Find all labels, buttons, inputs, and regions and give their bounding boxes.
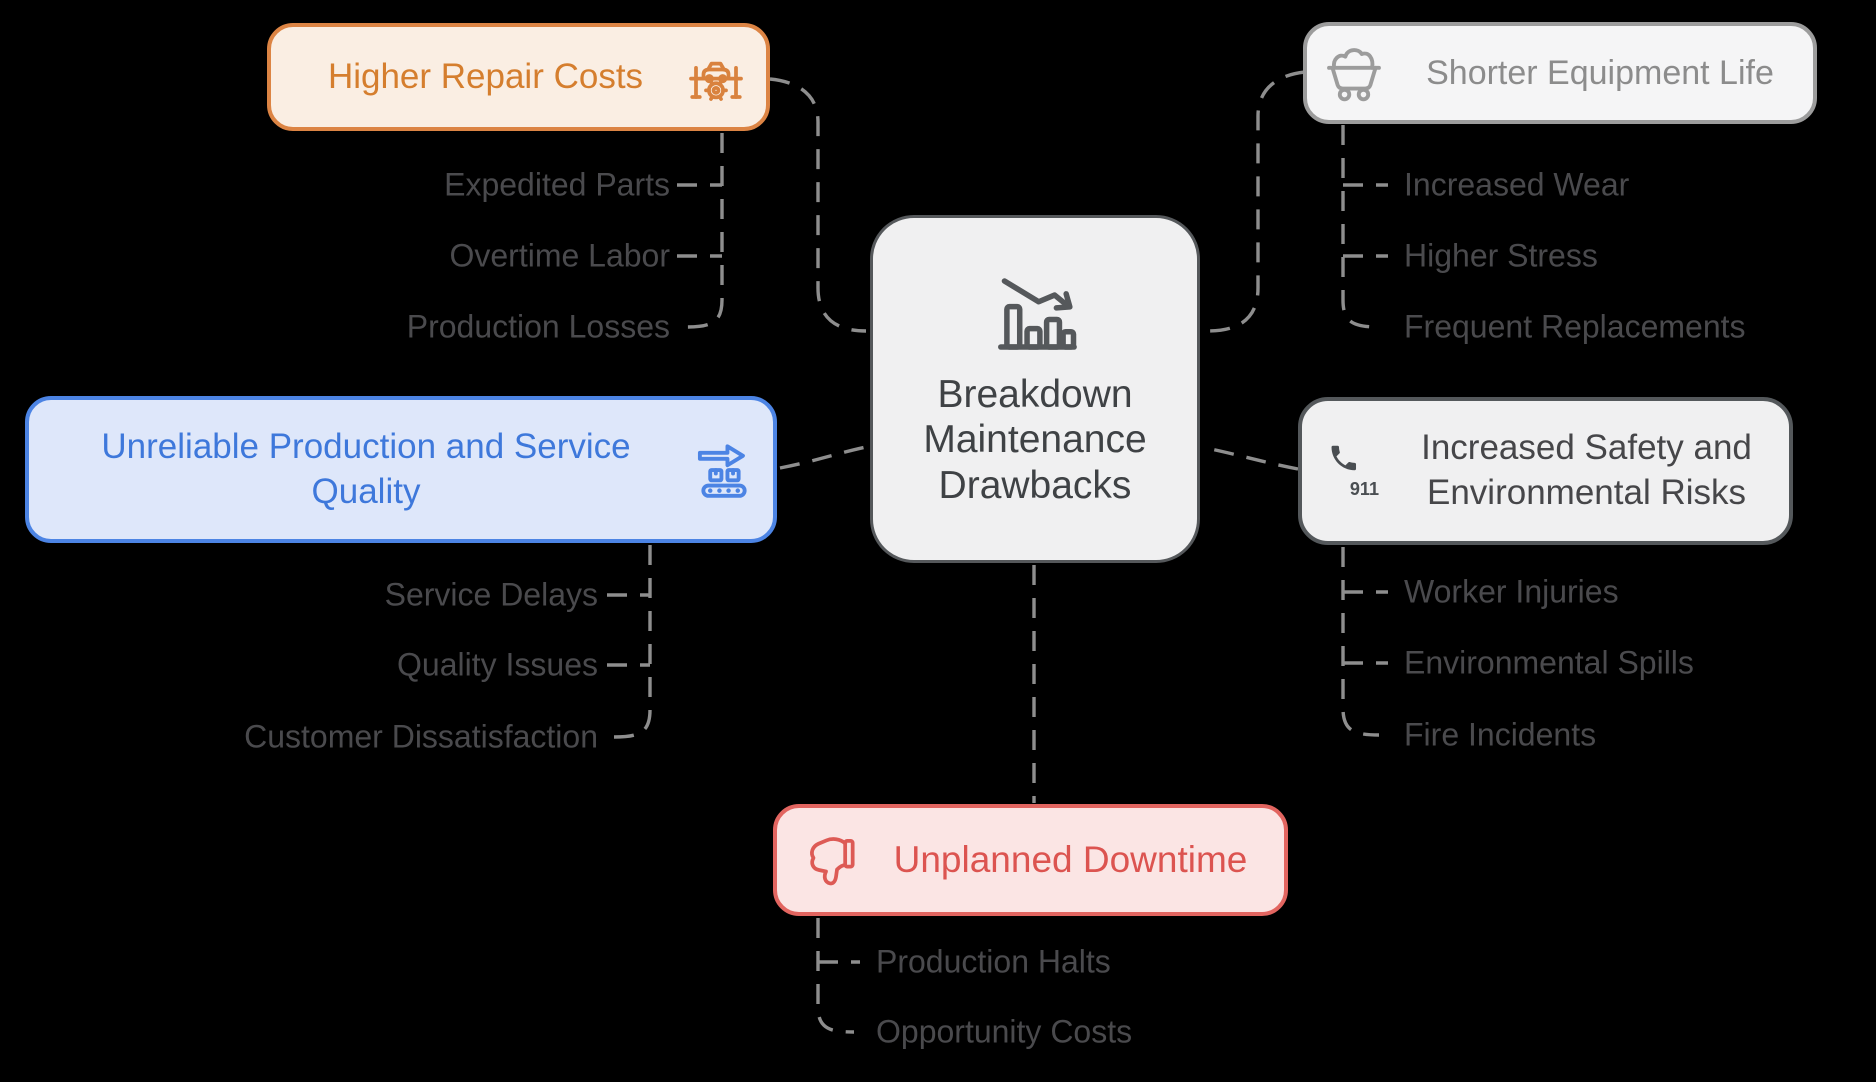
child-label-service-delays: Service Delays [384, 576, 598, 613]
center-node-label: Breakdown Maintenance Drawbacks [923, 373, 1147, 507]
child-label-quality-issues: Quality Issues [397, 646, 598, 683]
spine-safety-risks-children [1341, 547, 1380, 737]
higher-repair-costs-label: Higher Repair Costs [327, 57, 644, 96]
node-shorter-equipment-life: Shorter Equipment Life [1303, 22, 1817, 124]
spine-unplanned-downtime-children [816, 918, 855, 1034]
car-lift-icon [689, 61, 743, 101]
thumbs-down-icon [810, 837, 855, 886]
connector-shorter-equipment-to-center [1207, 70, 1306, 333]
connector-unreliable-production-to-center [779, 445, 867, 470]
node-unplanned-downtime: Unplanned Downtime [773, 804, 1288, 916]
child-label-production-losses: Production Losses [406, 308, 670, 345]
child-label-environmental-spills: Environmental Spills [1404, 644, 1694, 681]
child-label-frequent-replacements: Frequent Replacements [1404, 308, 1746, 345]
unreliable-production-quality-label: Unreliable Production and Service Qualit… [101, 426, 631, 511]
spine-higher-repair-children [685, 133, 724, 329]
child-label-opportunity-costs: Opportunity Costs [876, 1013, 1133, 1050]
connector-higher-repair-to-center [769, 77, 867, 333]
child-label-production-halts: Production Halts [876, 943, 1111, 980]
shorter-equipment-life-label: Shorter Equipment Life [1426, 53, 1774, 92]
connector-safety-risks-to-center [1205, 446, 1299, 471]
increased-safety-environmental-risks-label: Increased Safety and Environmental Risks [1421, 428, 1752, 512]
conveyor-belt-icon [697, 443, 747, 498]
child-label-customer-dissatisfaction: Customer Dissatisfaction [244, 718, 598, 755]
node-higher-repair-costs: Higher Repair Costs [267, 23, 770, 131]
child-label-overtime-labor: Overtime Labor [449, 237, 670, 274]
declining-bar-chart-icon [998, 278, 1077, 350]
mine-cart-icon [1327, 48, 1381, 102]
phone-badge-text: 911 [1350, 479, 1379, 499]
node-unreliable-production-quality: Unreliable Production and Service Qualit… [25, 396, 777, 543]
spine-unreliable-production-children [613, 545, 652, 739]
unplanned-downtime-label: Unplanned Downtime [893, 839, 1248, 880]
emergency-phone-911-icon: 911 [1331, 445, 1379, 499]
child-label-worker-injuries: Worker Injuries [1404, 573, 1619, 610]
node-center-breakdown-maintenance: Breakdown Maintenance Drawbacks [870, 215, 1200, 563]
spine-shorter-equipment-children [1341, 125, 1380, 329]
child-label-higher-stress: Higher Stress [1404, 237, 1598, 274]
node-increased-safety-environmental-risks: 911 Increased Safety and Environmental R… [1298, 397, 1793, 545]
child-label-fire-incidents: Fire Incidents [1404, 716, 1597, 753]
child-label-increased-wear: Increased Wear [1404, 166, 1630, 203]
child-label-expedited-parts: Expedited Parts [444, 166, 670, 203]
